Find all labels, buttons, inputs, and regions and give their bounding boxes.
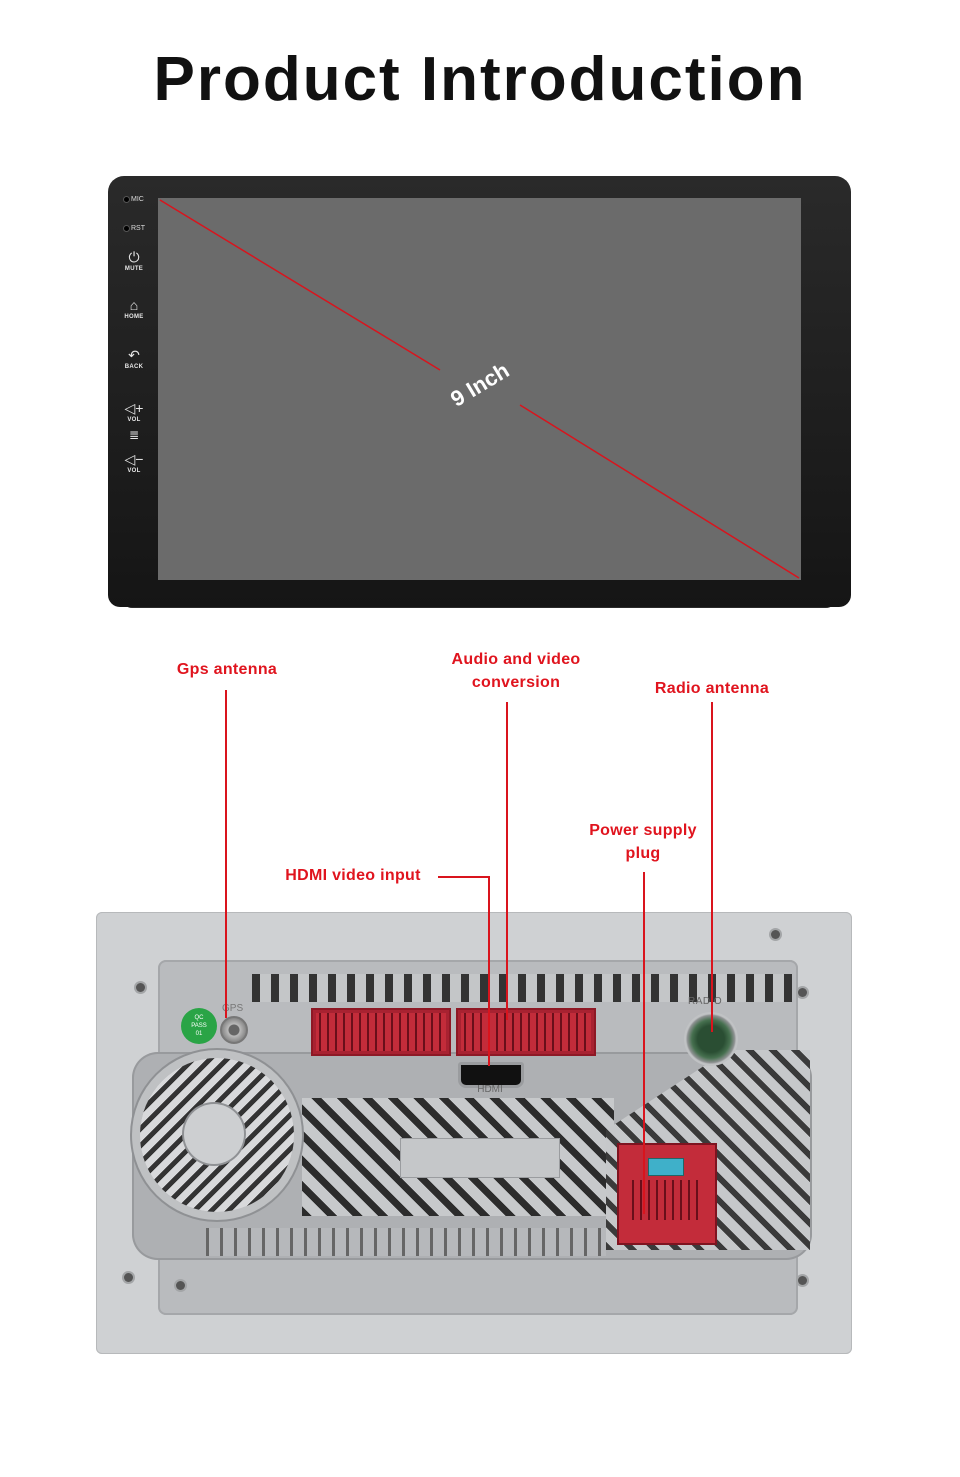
- volume-down-button[interactable]: ◁− VOL: [112, 452, 156, 474]
- screw: [136, 983, 145, 992]
- screw: [176, 1281, 185, 1290]
- back-button[interactable]: ↶ BACK: [112, 348, 156, 370]
- screw: [124, 1273, 133, 1282]
- screw: [798, 1276, 807, 1285]
- hdmi-input-callout: HDMI video input: [285, 867, 421, 884]
- av-connector-right: [456, 1008, 596, 1056]
- reset-hole: [123, 225, 130, 232]
- gps-port-label: GPS: [222, 1003, 244, 1014]
- volume-bars-icon: ≣: [128, 428, 140, 442]
- volume-level-indicator: ≣: [112, 428, 156, 442]
- hdmi-leader-vertical: [488, 876, 490, 1066]
- volume-down-label: VOL: [127, 468, 141, 474]
- screw: [771, 930, 780, 939]
- mic-hole: [123, 196, 130, 203]
- mute-label: MUTE: [124, 266, 144, 272]
- back-icon: ↶: [128, 347, 140, 363]
- radio-port-label: RADIO: [688, 996, 723, 1007]
- av-connector-left: [311, 1008, 451, 1056]
- fan-hub: [184, 1104, 244, 1164]
- av-callout-line-2: conversion: [471, 674, 561, 691]
- volume-up-icon: ◁+: [124, 400, 144, 416]
- power-icon: ⏻: [128, 249, 140, 265]
- top-vent-fins: [252, 974, 792, 1002]
- radio-leader-line: [711, 702, 713, 1032]
- power-leader-line: [643, 872, 645, 1214]
- volume-up-button[interactable]: ◁+ VOL: [112, 401, 156, 423]
- gps-antenna-callout: Gps antenna: [176, 661, 278, 678]
- gps-antenna-port: [220, 1016, 248, 1044]
- power-socket-pins: [626, 1180, 704, 1220]
- fuse: [648, 1158, 684, 1176]
- power-callout-line-2: plug: [625, 845, 661, 862]
- gps-leader-line: [225, 690, 227, 1018]
- reset-label: RST: [131, 225, 145, 232]
- av-leader-line: [506, 702, 508, 1020]
- hdmi-port: [458, 1062, 524, 1088]
- page-title: Product Introduction: [153, 45, 807, 114]
- label-plate: [400, 1138, 560, 1178]
- power-callout-line-1: Power supply: [589, 822, 697, 839]
- back-label: BACK: [124, 364, 144, 370]
- display-screen: [158, 198, 801, 580]
- bottom-vent-fins: [206, 1228, 606, 1256]
- home-button[interactable]: ⌂ HOME: [112, 298, 156, 320]
- av-conversion-callout: Audio and video conversion: [426, 648, 606, 694]
- qc-line-1: QC: [194, 1015, 204, 1021]
- qc-line-2: PASS: [191, 1023, 207, 1029]
- volume-up-label: VOL: [127, 417, 141, 423]
- mute-button[interactable]: ⏻ MUTE: [112, 250, 156, 272]
- hdmi-leader-horizontal: [438, 876, 489, 878]
- home-label: HOME: [124, 314, 144, 320]
- mic-label: MIC: [131, 196, 144, 203]
- av-callout-line-1: Audio and video: [451, 651, 581, 668]
- qc-pass-sticker: QC PASS 01: [181, 1008, 217, 1044]
- power-supply-callout: Power supply plug: [566, 819, 720, 865]
- screw: [798, 988, 807, 997]
- volume-down-icon: ◁−: [124, 451, 144, 467]
- home-icon: ⌂: [129, 297, 139, 313]
- radio-antenna-callout: Radio antenna: [654, 680, 770, 697]
- hdmi-port-label: HDMI: [477, 1084, 503, 1095]
- qc-line-3: 01: [195, 1031, 203, 1037]
